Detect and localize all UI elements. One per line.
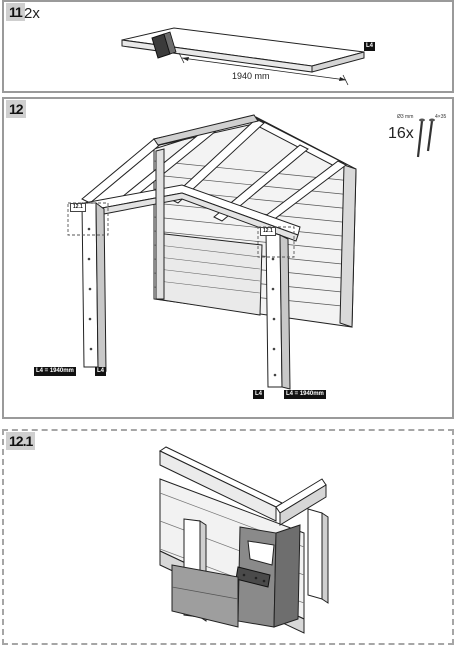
bracket-icon [235, 566, 271, 588]
dimension-label: 1940 mm [232, 71, 270, 81]
screw-icon [416, 118, 425, 158]
step-number: 11 [6, 3, 25, 21]
right-post-part-tag: L4 [253, 390, 265, 399]
quantity-label: 2x [24, 5, 40, 22]
frame-assembly-illustration [67, 114, 435, 390]
part-tag: L4 [364, 42, 376, 51]
right-post-length-tag: L4 = 1940mm [284, 390, 326, 399]
step-number: 12.1 [6, 432, 36, 450]
detail-callout-box [67, 202, 109, 236]
step-number: 12 [6, 100, 26, 118]
screw-diameter: Ø3 mm [397, 114, 414, 120]
beam-illustration [121, 27, 365, 86]
quantity-label: 16x [388, 125, 414, 142]
step-12-1-panel: 12.1 [2, 429, 454, 645]
detail-callout-label: 12.1 [260, 227, 276, 236]
left-post-part-tag: L4 [95, 367, 107, 376]
detail-callout-box [257, 226, 295, 258]
corner-detail-illustration [158, 446, 329, 634]
screw-icon [426, 118, 435, 152]
left-post-length-tag: L4 = 1940mm [34, 367, 76, 376]
step-12-panel: 12 16x Ø3 mm 4×35 [2, 97, 454, 419]
detail-callout-label: 12.1 [70, 203, 86, 212]
screw-length: 4×35 [435, 114, 447, 120]
step-11-panel: 11 2x L4 1940 mm [2, 0, 454, 93]
